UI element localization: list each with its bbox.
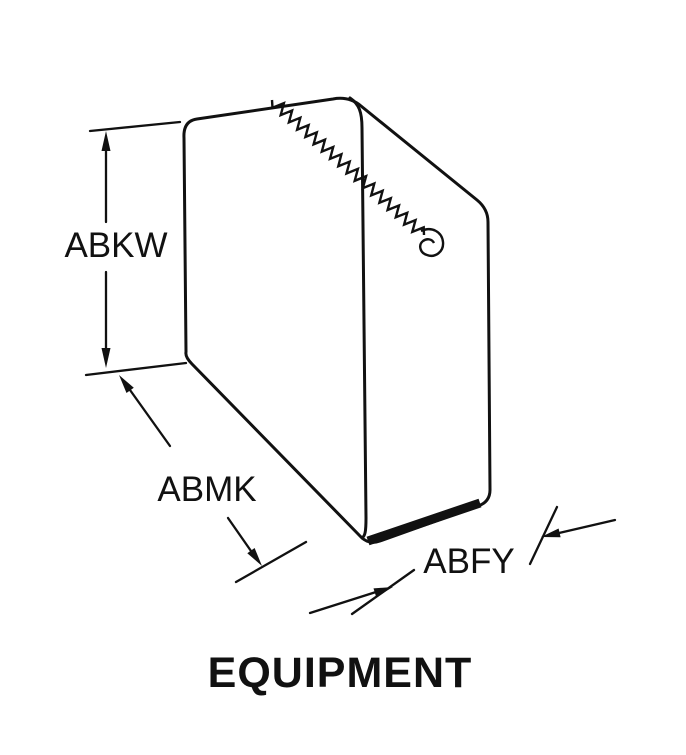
thickness-code-label: ABFY	[423, 542, 514, 581]
dimension-depth: ABMK	[119, 375, 308, 584]
coil-zigzag	[270, 99, 426, 236]
height-code-label: ABKW	[64, 226, 167, 265]
dimension-thickness: ABFY	[308, 505, 617, 616]
diagram-caption: EQUIPMENT	[208, 649, 473, 697]
depth-extension-line-bottom	[234, 540, 308, 584]
depth-dimension-line-upper	[128, 388, 172, 448]
depth-arrow-downright-icon	[247, 548, 262, 566]
thickness-arrow-right-icon	[373, 587, 393, 597]
thickness-leader-left	[308, 590, 378, 615]
depth-code-label: ABMK	[157, 470, 256, 509]
height-arrow-down-icon	[101, 348, 111, 368]
thickness-extension-line-right	[528, 505, 559, 566]
bottom-thick-edge	[366, 498, 482, 546]
height-extension-line-top	[88, 120, 182, 133]
front-right-edge	[348, 96, 368, 540]
height-extension-line-bottom	[84, 361, 188, 377]
thickness-leader-right	[557, 518, 617, 535]
depth-dimension-line-lower	[226, 516, 253, 553]
height-arrow-up-icon	[101, 131, 111, 151]
depth-arrow-upleft-icon	[119, 375, 134, 393]
coil-spiral-end	[419, 228, 445, 257]
thickness-arrow-left-icon	[541, 528, 561, 538]
equipment-slab	[182, 96, 492, 546]
dimension-height: ABKW	[64, 120, 188, 377]
